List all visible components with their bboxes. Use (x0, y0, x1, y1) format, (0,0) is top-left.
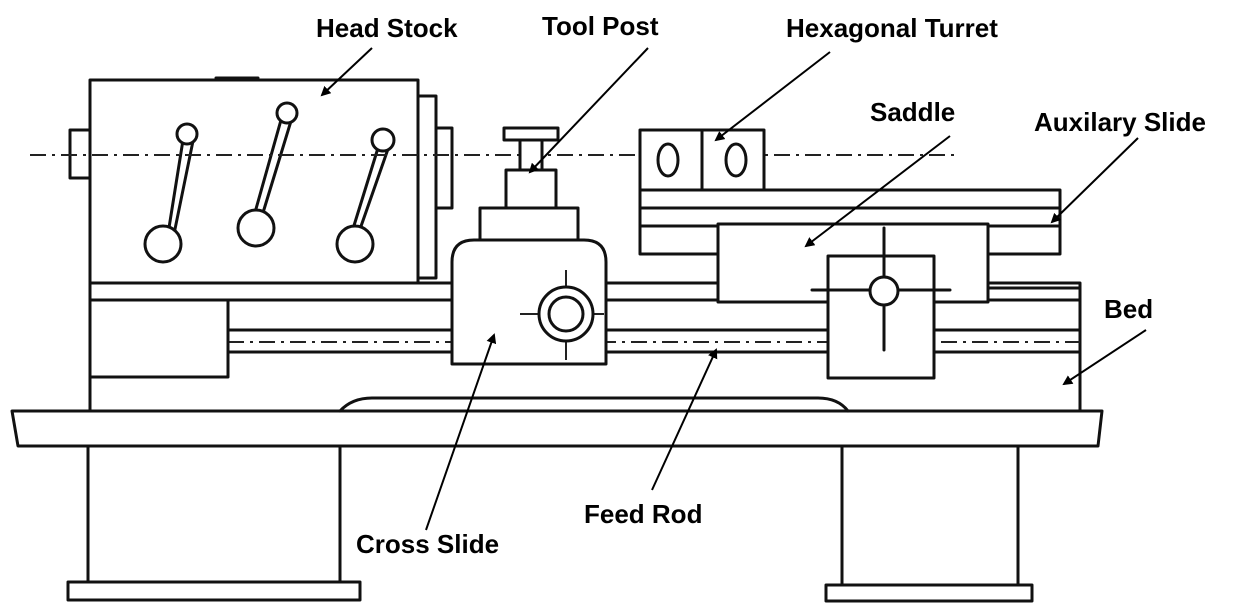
label-tool-post: Tool Post (542, 11, 659, 41)
head-stock-levers (143, 101, 396, 264)
label-feed-rod: Feed Rod (584, 499, 702, 529)
apron-box (810, 226, 952, 380)
left-leg (66, 438, 362, 602)
label-auxilary-slide: Auxilary Slide (1034, 107, 1206, 137)
hexagonal-turret-body (638, 128, 766, 192)
tool-post-body (478, 126, 580, 242)
label-bed: Bed (1104, 294, 1153, 324)
leader-arrows (320, 47, 1147, 531)
label-saddle: Saddle (870, 97, 955, 127)
label-head-stock: Head Stock (316, 13, 458, 43)
chip-tray (10, 396, 1104, 448)
cross-slide-body (450, 238, 608, 366)
label-hexagonal-turret: Hexagonal Turret (786, 13, 998, 43)
right-leg (824, 438, 1034, 603)
label-cross-slide: Cross Slide (356, 529, 499, 559)
head-stock-body (68, 76, 454, 285)
